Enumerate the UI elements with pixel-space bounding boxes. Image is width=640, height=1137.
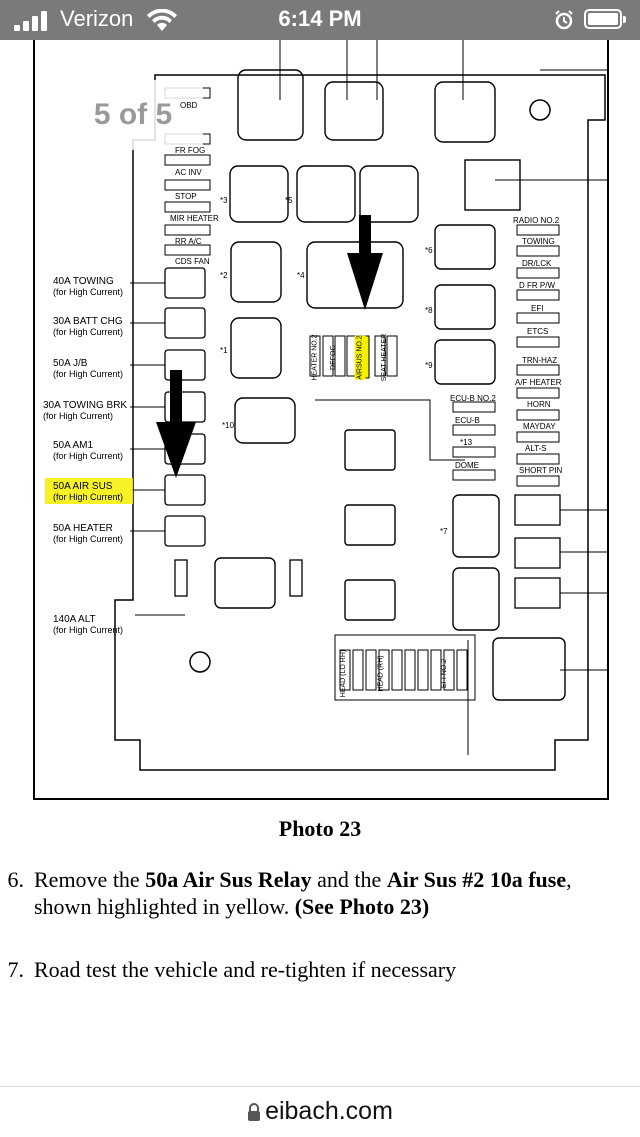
gallery-counter: 5 of 5: [63, 80, 203, 150]
fuse-label-trn-haz: TRN-HAZ: [522, 356, 558, 365]
clock: 6:14 PM: [278, 6, 362, 31]
fuse-label-cds-fan: CDS FAN: [175, 257, 210, 266]
label-air-sus: 50A AIR SUS(for High Current): [53, 481, 124, 502]
fuse-label-efi-no2: EFI NO.2: [441, 658, 449, 689]
fuse-label-ecu-b-no2: ECU-B NO.2: [450, 394, 496, 403]
fuse-label-obd: OBD: [180, 101, 198, 110]
step-text: Road test the vehicle and re-tighten if …: [34, 957, 457, 982]
url-text: eibach.com: [265, 1097, 393, 1125]
status-bar: Verizon 6:14 PM: [0, 0, 640, 40]
step-text: Remove the 50a Air Sus Relay and the Air…: [34, 867, 572, 919]
fuse-label-dr-lck: DR/LCK: [522, 259, 552, 268]
fuse-label-efi: EFI: [531, 304, 544, 313]
relay-mark-4: *4: [297, 271, 305, 280]
label-batt-chg: 30A BATT CHG(for High Current): [53, 316, 124, 337]
relay-mark-1: *1: [220, 346, 228, 355]
relay-mark-7: *7: [440, 527, 448, 536]
fuse-label-mir-heater: MIR HEATER: [170, 214, 219, 223]
step-6: 6. Remove the 50a Air Sus Relay and the …: [0, 866, 620, 922]
fuse-label-af-heater: A/F HEATER: [515, 378, 562, 387]
relay-mark-9: *9: [425, 361, 433, 370]
fuse-label-seat-heater: SEAT HEATER: [381, 333, 389, 382]
signal-icon: [14, 11, 48, 31]
url-display[interactable]: eibach.com: [0, 1097, 640, 1126]
label-towing: 40A TOWING(for High Current): [53, 276, 124, 297]
fuse-label-heater-no2: HEATER NO.2: [311, 334, 319, 381]
fuse-box-outline: [45, 40, 607, 771]
fuse-label-towing: TOWING: [522, 237, 555, 246]
wifi-icon: [147, 9, 177, 31]
fuse-label-dome: DOME: [455, 461, 479, 470]
fuse-label-stop: STOP: [175, 192, 197, 201]
step-number: 7.: [7, 957, 25, 982]
fuse-label-ecu-b: ECU-B: [455, 416, 480, 425]
fuse-label-horn: HORN: [527, 400, 551, 409]
step-7: 7. Road test the vehicle and re-tighten …: [0, 956, 620, 986]
fuse-box-diagram: 5 of 5 40A TOWING(for High Current) 30A …: [33, 40, 609, 800]
relay-mark-8: *8: [425, 306, 433, 315]
fuse-label-mayday: MAYDAY: [523, 422, 556, 431]
fuse-label-rr-ac: RR A/C: [175, 237, 202, 246]
label-alt: 140A ALT(for High Current): [53, 614, 124, 635]
alarm-icon: [555, 10, 573, 30]
fuse-label-fr-fog: FR FOG: [175, 146, 206, 155]
fuse-label-head-lo-rh: HEAD (LO RH): [340, 649, 348, 698]
relay-mark-3: *3: [220, 196, 228, 205]
fuse-label-ac-inv: AC INV: [175, 168, 202, 177]
fuse-label-13: *13: [460, 438, 473, 447]
battery-icon: [584, 9, 626, 29]
label-jb: 50A J/B(for High Current): [53, 358, 124, 379]
fuse-label-d-fr-pw: D FR P/W: [519, 281, 555, 290]
relay-mark-6: *6: [425, 246, 433, 255]
label-am1: 50A AM1(for High Current): [53, 440, 124, 461]
fuse-label-defog: DEFOG: [329, 345, 337, 370]
fuse-label-head-rh: HEAD (RH): [377, 655, 385, 692]
relay-mark-5: *5: [285, 196, 293, 205]
lock-icon: [248, 1103, 261, 1121]
relay-mark-2: *2: [220, 271, 228, 280]
carrier-name: Verizon: [60, 6, 134, 31]
fuse-label-alt-s: ALT-S: [525, 444, 547, 453]
fuse-label-airsus-no2: AIRSUS NO.2: [354, 335, 366, 380]
photo-caption: Photo 23: [278, 816, 362, 841]
step-number: 6.: [7, 867, 25, 892]
fuse-label-etcs: ETCS: [527, 327, 549, 336]
label-heater: 50A HEATER(for High Current): [53, 523, 124, 544]
browser-address-bar[interactable]: eibach.com: [0, 1086, 640, 1137]
relay-mark-10: *10: [222, 421, 235, 430]
label-towing-brk: 30A TOWING BRK(for High Current): [43, 400, 128, 421]
fuse-label-short-pin: SHORT PIN: [519, 466, 563, 475]
fuse-label-radio-no2: RADIO NO.2: [513, 216, 560, 225]
